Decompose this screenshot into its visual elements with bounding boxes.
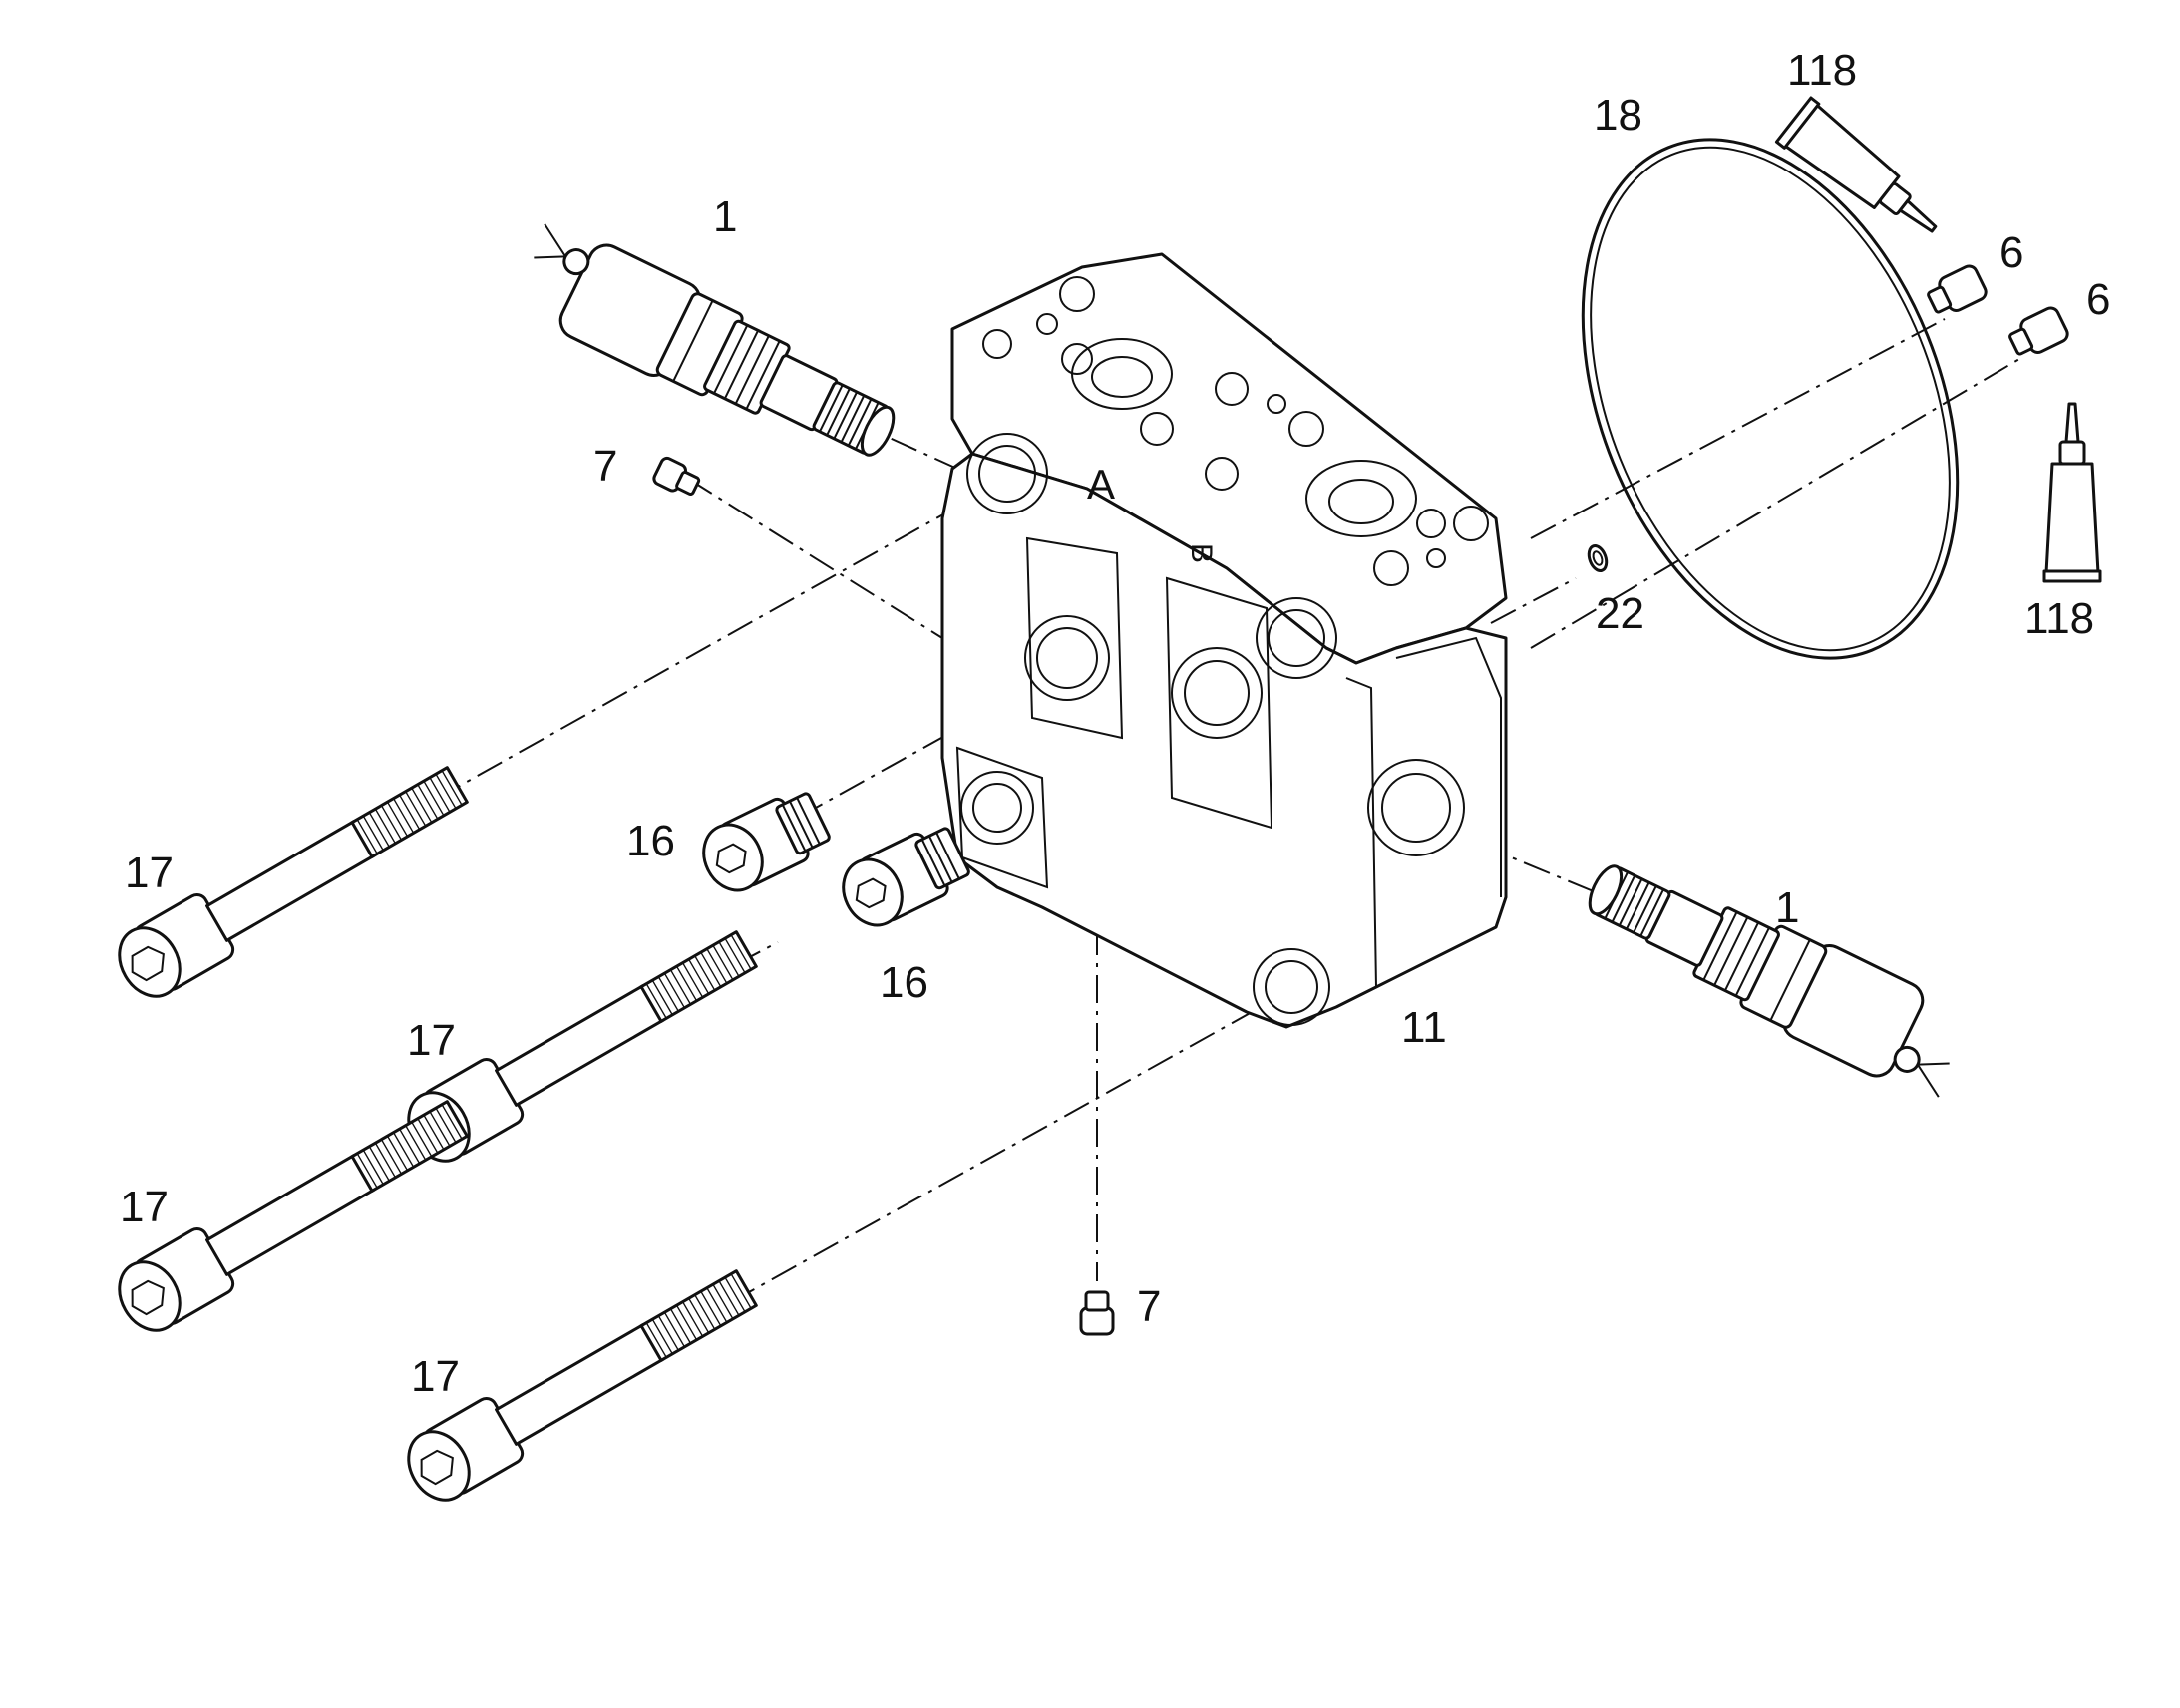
callout-22: 22 (1596, 589, 1644, 638)
socket-head-cap-screw-icon (407, 1269, 758, 1502)
callout-17-c: 17 (120, 1183, 169, 1231)
callout-17-a: 17 (125, 849, 174, 897)
sealant-tube-icon (1774, 96, 1938, 233)
fitting-icon (2008, 306, 2069, 356)
fitting-icon (1927, 264, 1988, 314)
callout-18: 18 (1594, 91, 1642, 140)
valve-housing: A B (940, 252, 1508, 1029)
o-ring-icon (1581, 138, 1960, 660)
callout-labels: 1 1 6 6 7 7 11 16 16 17 17 17 17 18 22 1… (120, 46, 2110, 1401)
socket-head-cap-screw-icon (118, 1100, 469, 1332)
callout-7-top: 7 (593, 442, 617, 491)
hex-socket-plug-icon (842, 827, 970, 927)
port-a-mark: A (1087, 461, 1115, 508)
relief-valve-cartridge-icon (1588, 864, 1950, 1098)
hex-socket-plug-icon (702, 792, 831, 892)
callout-1-top: 1 (713, 192, 737, 241)
callout-118-bottom: 118 (2024, 594, 2094, 643)
small-seal-icon (1587, 543, 1609, 573)
callout-16-b: 16 (880, 958, 928, 1007)
callout-16-a: 16 (626, 817, 675, 865)
callout-17-d: 17 (411, 1352, 460, 1401)
small-plug-icon (652, 456, 701, 496)
socket-head-cap-screw-icon (118, 766, 469, 998)
callout-11: 11 (1401, 1003, 1447, 1052)
callout-6-a: 6 (1999, 228, 2023, 277)
callout-6-b: 6 (2086, 275, 2110, 324)
callout-17-b: 17 (407, 1016, 456, 1065)
callout-7-bottom: 7 (1137, 1282, 1161, 1331)
relief-valve-cartridge-icon (534, 223, 896, 457)
port-b-mark: B (1185, 543, 1218, 563)
callout-118-top: 118 (1787, 46, 1857, 95)
callout-1-right: 1 (1775, 883, 1799, 932)
small-plug-icon (1079, 1290, 1115, 1336)
sealant-tube-icon (2042, 402, 2102, 583)
